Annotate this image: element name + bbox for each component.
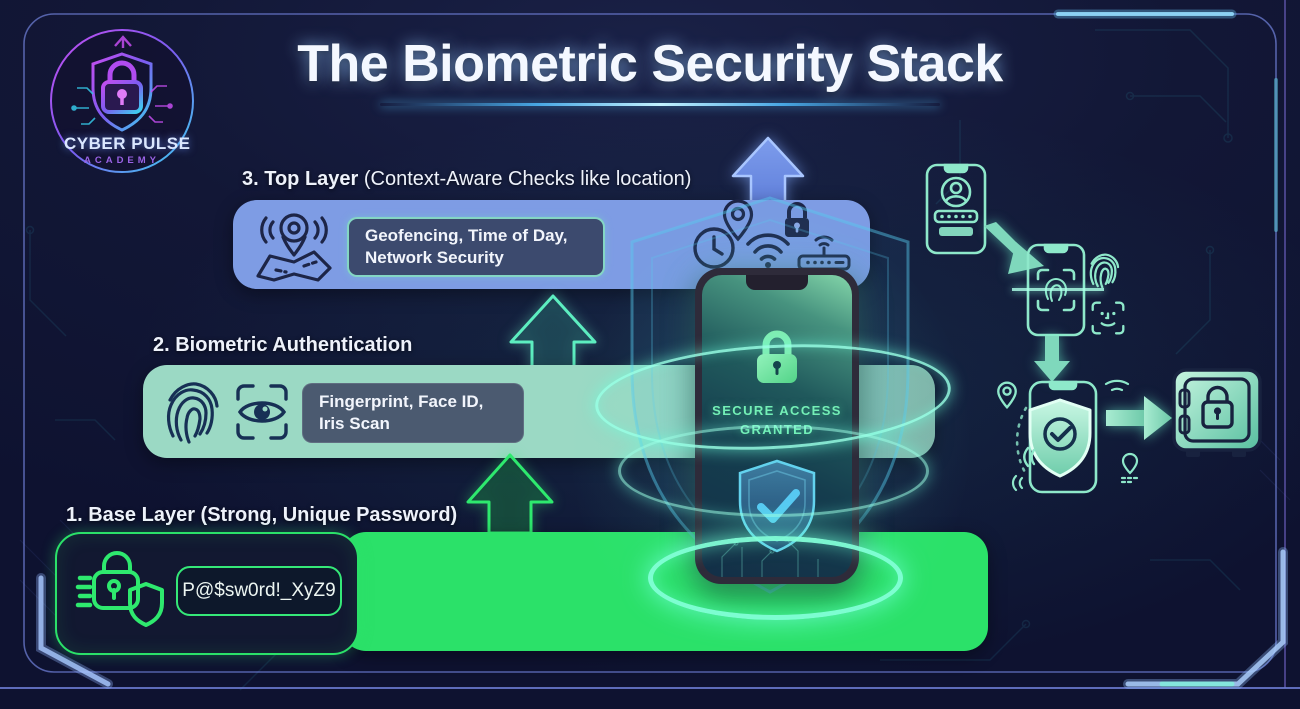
layer1-heading: 1. Base Layer (Strong, Unique Password)	[66, 504, 457, 527]
layer3-chip-line2: Network Security	[365, 248, 504, 267]
fingerprint-small-icon	[1089, 253, 1120, 289]
layer2-heading-bold: 2. Biometric Authentication	[153, 334, 413, 356]
password-chip: P@$sw0rd!_XyZ9	[176, 566, 342, 616]
scan-line	[1012, 288, 1104, 291]
layer3-chip: Geofencing, Time of Day, Network Securit…	[347, 217, 605, 277]
iris-scan-icon	[236, 384, 288, 440]
layer2-heading: 2. Biometric Authentication	[153, 334, 412, 357]
flow-arrow-2-icon	[1034, 336, 1070, 382]
padlock-icon	[785, 202, 809, 237]
screen-lock-icon	[757, 330, 797, 383]
layer3-chip-line1: Geofencing, Time of Day,	[365, 226, 568, 245]
shield-check-phone-icon	[1011, 379, 1140, 494]
page-title: The Biometric Security Stack	[297, 35, 1003, 93]
brand-subname: ACADEMY	[83, 155, 161, 166]
clock-icon	[693, 227, 735, 269]
status-line1: SECURE ACCESS	[712, 403, 842, 418]
flow-arrow-3-icon	[1106, 396, 1172, 440]
title-underline	[380, 103, 940, 106]
layer2-chip: Fingerprint, Face ID, Iris Scan	[302, 383, 524, 443]
padlock-shield-icon	[75, 551, 164, 627]
layer2-chip-line2: Iris Scan	[319, 414, 390, 433]
layer1-heading-bold: 1. Base Layer (Strong, Unique Password)	[66, 504, 458, 526]
login-phone-icon	[925, 163, 987, 255]
layer2-chip-line1: Fingerprint, Face ID,	[319, 392, 484, 411]
arrow-up-layer1-to-layer2-icon	[466, 453, 554, 535]
glow-ring-bottom	[648, 536, 903, 620]
phone-notch	[746, 275, 808, 290]
password-value: P@$sw0rd!_XyZ9	[182, 580, 336, 601]
glow-ring-middle	[618, 425, 929, 517]
layer3-heading: 3. Top Layer (Context-Aware Checks like …	[242, 168, 691, 191]
layer3-heading-bold: 3. Top Layer	[242, 168, 359, 190]
layer3-heading-rest: (Context-Aware Checks like location)	[358, 168, 692, 190]
flow-arrow-1-icon	[984, 222, 1044, 274]
location-pin-icon	[722, 199, 754, 242]
cyber-pulse-logo-icon	[50, 29, 194, 173]
map-location-icon	[256, 213, 332, 282]
brand-name: CYBER PULSE	[64, 134, 191, 153]
face-id-icon	[1091, 301, 1125, 335]
location-pin-small-icon	[997, 381, 1017, 410]
fingerprint-icon	[166, 382, 219, 444]
secure-vault-icon	[1172, 368, 1262, 457]
wifi-icon	[746, 233, 790, 268]
